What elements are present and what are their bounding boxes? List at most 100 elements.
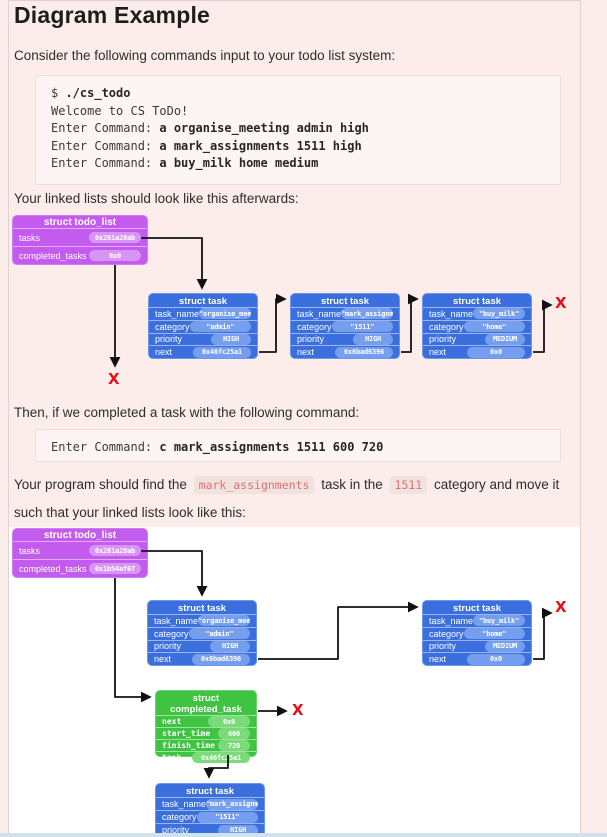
terminal-command: ./cs_todo <box>65 86 131 100</box>
find-text: Your program should find the <box>14 477 187 492</box>
terminal-output-block-1: $ ./cs_todo Welcome to CS ToDo! Enter Co… <box>35 75 561 185</box>
struct-completed-task-box: struct completed_task next 0x0 start_time… <box>155 690 257 763</box>
field-label: completed_tasks <box>19 563 87 574</box>
struct-title: struct task <box>177 603 227 614</box>
struct-task-box: struct task task_name"mark_assignments" … <box>290 293 400 359</box>
field-value-pill: "home" <box>463 321 525 333</box>
field-label: priority <box>297 334 325 345</box>
pointer-value-pill: 0x261a28ab <box>89 232 141 243</box>
field-row: task_name"mark_assignments" <box>156 797 264 810</box>
field-row: task 0x46fc25a1 <box>156 751 256 763</box>
field-label: task <box>162 753 182 762</box>
pointer-value-pill: 0x0 <box>467 653 525 665</box>
struct-title: struct todo_list <box>43 217 117 228</box>
field-label: next <box>162 717 182 726</box>
terminal-command: a mark_assignments 1511 high <box>159 138 362 153</box>
pointer-value-pill: 0x0 <box>89 250 141 261</box>
pointer-value-pill: 0x6bad6396 <box>335 346 393 358</box>
container-left-border <box>8 0 9 837</box>
field-value-pill: MEDIUM <box>485 333 525 345</box>
arrow-task1-next-to-task2 <box>259 293 287 353</box>
struct-task-box: struct task task_name"buy_milk" category… <box>422 293 532 359</box>
struct-title: struct task <box>452 603 502 614</box>
struct-title: struct task <box>320 296 370 307</box>
terminal-prompt: Enter Command: <box>51 440 160 454</box>
field-label: category <box>429 628 464 639</box>
field-label: tasks <box>19 545 41 556</box>
field-value-pill: HIGH <box>218 824 258 836</box>
container-right-border <box>580 0 581 837</box>
field-label: task_name <box>297 308 342 319</box>
field-label: task_name <box>154 615 199 626</box>
terminal-prompt: $ <box>51 86 66 100</box>
struct-task-box: struct task task_name"buy_milk" category… <box>422 600 532 666</box>
field-label: next <box>155 347 173 358</box>
field-row: next 0x0 <box>156 715 256 727</box>
field-label: task_name <box>162 799 207 809</box>
field-row: task_name"organise_meeting" <box>149 307 257 320</box>
field-row: task_name"buy_milk" <box>423 307 531 320</box>
struct-title: struct task <box>178 296 228 307</box>
field-label: next <box>429 347 447 358</box>
find-text: category and move it such that your link… <box>14 477 560 520</box>
struct-task-box: struct task task_name"organise_meeting" … <box>148 293 258 359</box>
field-label: completed_tasks <box>19 250 87 261</box>
find-text: task in the <box>321 477 383 492</box>
arrow-task3-next-to-null <box>533 299 553 353</box>
container-top-border <box>8 0 581 1</box>
field-label: priority <box>429 334 457 345</box>
null-x-marker: X <box>108 370 120 388</box>
terminal-command: a organise_meeting admin high <box>159 121 369 136</box>
terminal-line: Welcome to CS ToDo! <box>51 103 545 121</box>
field-label: task_name <box>429 308 474 319</box>
struct-task-box: struct task task_name"organise_meeting" … <box>147 600 257 666</box>
field-label: next <box>429 654 447 665</box>
struct-title: struct todo_list <box>43 530 117 541</box>
field-row: task_name"organise_meeting" <box>148 614 256 627</box>
pointer-value-pill: 0x1b54af67 <box>89 563 141 574</box>
terminal-line: Enter Command: a organise_meeting admin … <box>51 120 545 138</box>
field-row: priority MEDIUM <box>423 332 531 346</box>
then-paragraph: Then, if we completed a task with the fo… <box>14 405 360 420</box>
field-label: category <box>297 321 332 332</box>
null-x-marker: X <box>555 294 567 312</box>
terminal-command: c mark_assignments 1511 600 720 <box>159 440 384 454</box>
arrow-tasks-to-task1 <box>141 237 208 290</box>
terminal-command: a buy_milk home medium <box>159 156 319 171</box>
arrow-task2-next-to-task3 <box>401 293 419 353</box>
field-label: priority <box>429 641 457 652</box>
field-label: task_name <box>155 308 200 319</box>
field-value-pill: "buy_milk" <box>473 615 525 627</box>
terminal-line: Enter Command: a buy_milk home medium <box>51 155 545 173</box>
diagram-panel <box>9 527 580 837</box>
field-row: category"admin" <box>149 319 257 333</box>
null-x-marker: X <box>555 598 567 616</box>
field-label: start_time <box>162 729 211 738</box>
field-row: category"home" <box>423 319 531 333</box>
inline-code: mark_assignments <box>193 476 315 494</box>
field-value-pill: "mark_assignments" <box>206 798 258 810</box>
pointer-value-pill: 0x0 <box>208 716 250 727</box>
field-label: finish_time <box>162 741 215 750</box>
field-value-pill: "admin" <box>189 321 251 333</box>
struct-todo-list-box: struct todo_list tasks 0x261a28ab comple… <box>12 215 148 265</box>
field-label: task_name <box>429 615 474 626</box>
field-value-pill: 600 <box>218 728 250 739</box>
field-value-pill: "1511" <box>196 811 258 823</box>
terminal-prompt: Welcome to CS ToDo! <box>51 103 189 118</box>
pointer-value-pill: 0x46fc25a1 <box>192 752 250 763</box>
struct-title: struct completed_task <box>170 693 242 715</box>
field-row: category"1511" <box>156 810 264 823</box>
field-row: completed_tasks 0x1b54af67 <box>13 559 147 577</box>
field-row: completed_tasks 0x0 <box>13 246 147 264</box>
bottom-scroll-strip <box>0 833 607 837</box>
field-row: category"admin" <box>148 626 256 640</box>
field-label: priority <box>155 334 183 345</box>
field-value-pill: "home" <box>463 628 525 640</box>
